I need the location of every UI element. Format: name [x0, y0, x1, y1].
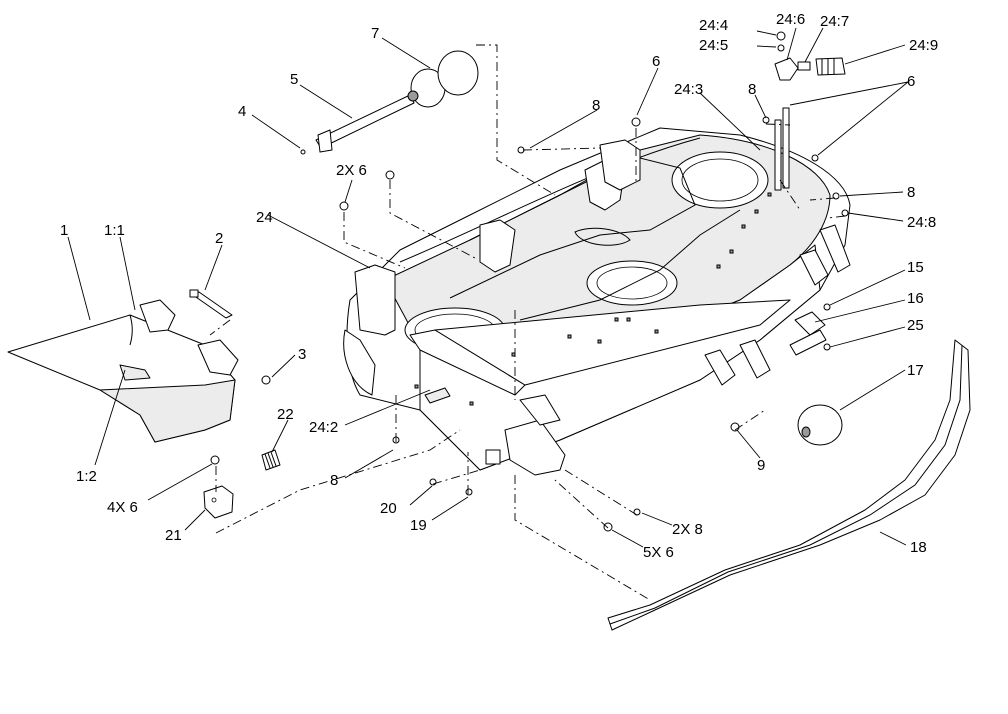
- callout-18: 18: [910, 539, 927, 556]
- callout-9: 9: [757, 457, 765, 474]
- callout-24-3: 24:3: [674, 81, 703, 98]
- callout-15: 15: [907, 259, 924, 276]
- callout-4x6: 4X 6: [107, 499, 138, 516]
- discharge-deflector: [7, 299, 239, 443]
- nut-3: [261, 375, 271, 385]
- assembly-lines: [209, 44, 846, 601]
- callout-24-6: 24:6: [776, 11, 805, 28]
- callout-1: 1: [60, 222, 68, 239]
- callout-24-9: 24:9: [909, 37, 938, 54]
- callout-24-2: 24:2: [309, 419, 338, 436]
- callout-8-top: 8: [592, 97, 600, 114]
- mower-deck: [343, 127, 851, 476]
- callout-8-spindle: 8: [748, 81, 756, 98]
- bumper-18: [607, 339, 971, 631]
- callout-2x6: 2X 6: [336, 162, 367, 179]
- callout-8-bottom: 8: [330, 472, 338, 489]
- spindle-fittings: [762, 31, 849, 217]
- roller-17: [797, 404, 843, 446]
- callout-17: 17: [907, 362, 924, 379]
- callout-8-right: 8: [907, 184, 915, 201]
- callout-24: 24: [256, 209, 273, 226]
- callout-20: 20: [380, 500, 397, 517]
- spring-22: [261, 449, 281, 471]
- deck-holes: [414, 192, 772, 406]
- callout-5x6: 5X 6: [643, 544, 674, 561]
- callout-22: 22: [277, 406, 294, 423]
- callout-6-top: 6: [652, 53, 660, 70]
- callout-6-right: 6: [907, 73, 915, 90]
- hardware: [210, 117, 831, 532]
- callout-labels: 1 1:1 1:2 2 3 4 5 7 6 6 8 8 8 8 2X 6 24 …: [60, 11, 938, 561]
- callout-24-4: 24:4: [699, 17, 728, 34]
- callout-21: 21: [165, 527, 182, 544]
- callout-3: 3: [298, 346, 306, 363]
- bracket-21: [203, 485, 234, 519]
- callout-4: 4: [238, 103, 246, 120]
- idler-parts: [789, 311, 827, 356]
- callout-2: 2: [215, 230, 223, 247]
- callout-7: 7: [371, 25, 379, 42]
- callout-19: 19: [410, 517, 427, 534]
- callout-2x8: 2X 8: [672, 521, 703, 538]
- bolt-2: [189, 289, 233, 319]
- leader-lines: [67, 27, 909, 548]
- callout-5: 5: [290, 71, 298, 88]
- callout-16: 16: [907, 290, 924, 307]
- roller-assembly: [300, 50, 479, 155]
- callout-24-7: 24:7: [820, 13, 849, 30]
- callout-1-2: 1:2: [76, 468, 97, 485]
- callout-25: 25: [907, 317, 924, 334]
- callout-1-1: 1:1: [104, 222, 125, 239]
- callout-24-5: 24:5: [699, 37, 728, 54]
- callout-24-8: 24:8: [907, 214, 936, 231]
